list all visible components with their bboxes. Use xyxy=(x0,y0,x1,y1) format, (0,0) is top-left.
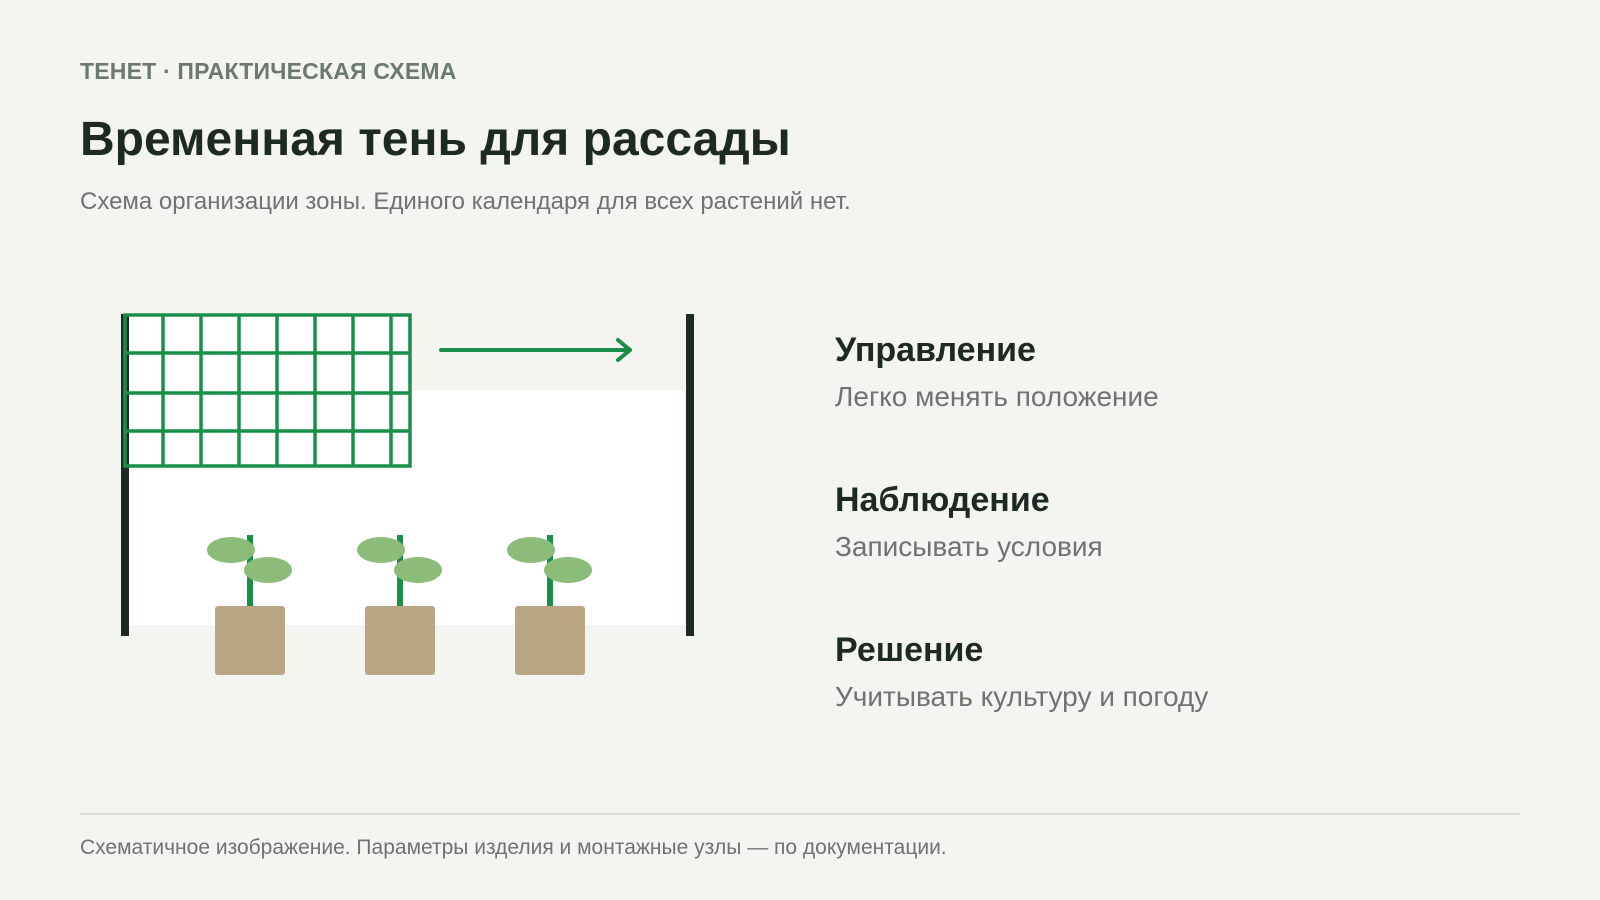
legend-text: Записывать условия xyxy=(835,531,1103,562)
legend-heading: Решение xyxy=(835,631,984,669)
plant-pot xyxy=(215,606,285,675)
eyebrow-label: ТЕНЕТ · ПРАКТИЧЕСКАЯ СХЕМА xyxy=(80,58,457,84)
legend-text: Учитывать культуру и погоду xyxy=(835,681,1209,712)
page-subtitle: Схема организации зоны. Единого календар… xyxy=(80,188,851,215)
plant-pot xyxy=(515,606,585,675)
legend: Управление Легко менять положение Наблюд… xyxy=(835,330,1455,780)
legend-item-decision: Решение Учитывать культуру и погоду xyxy=(835,630,1455,780)
legend-text: Легко менять положение xyxy=(835,381,1159,412)
shade-diagram xyxy=(121,313,694,675)
right-post xyxy=(686,314,694,636)
legend-item-control: Управление Легко менять положение xyxy=(835,330,1455,480)
legend-heading: Управление xyxy=(835,331,1036,369)
footer-divider xyxy=(80,813,1520,815)
left-post xyxy=(121,314,129,636)
plant-pot xyxy=(365,606,435,675)
seedling-plant xyxy=(207,535,292,675)
seedling-plant xyxy=(357,535,442,675)
seedling-plant xyxy=(507,535,592,675)
legend-heading: Наблюдение xyxy=(835,481,1050,519)
move-arrow-icon xyxy=(439,338,632,362)
legend-item-observation: Наблюдение Записывать условия xyxy=(835,480,1455,630)
page-title: Временная тень для рассады xyxy=(80,113,791,166)
footer-note: Схематичное изображение. Параметры издел… xyxy=(80,836,947,859)
shade-net xyxy=(123,313,412,468)
